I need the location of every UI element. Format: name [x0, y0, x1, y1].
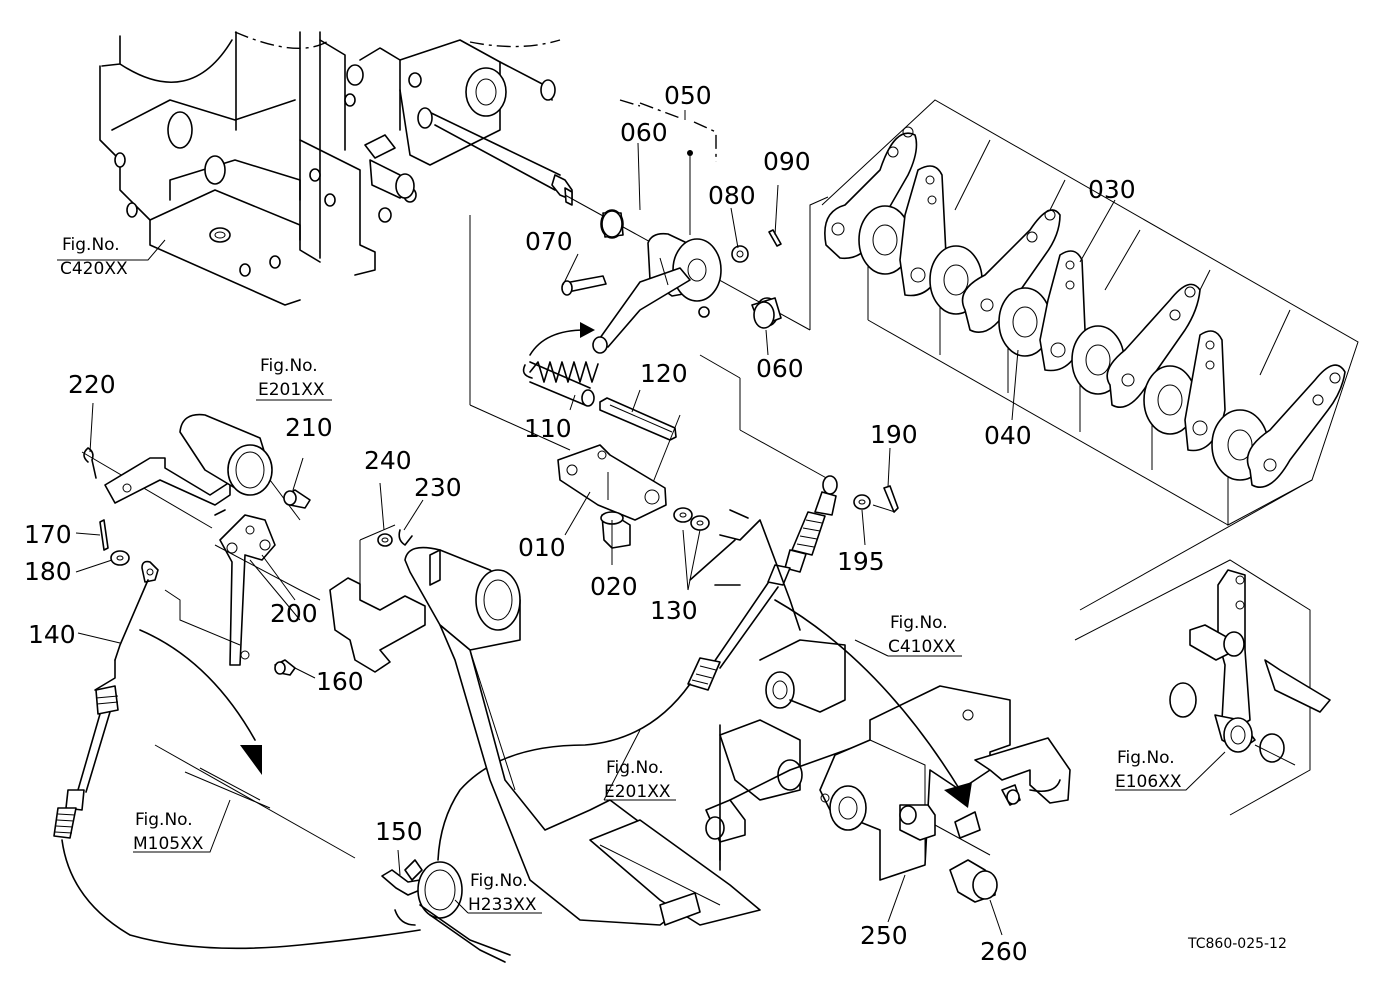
spring-bracket-group [469, 215, 899, 591]
fig-ref-e201xx-top: Fig.No. E201XX [258, 356, 325, 400]
svg-text:C420XX: C420XX [60, 259, 128, 279]
pedal-linkage-group [81, 413, 761, 926]
part-label-070: 070 [525, 227, 573, 256]
throttle-lever-inset [1074, 559, 1331, 816]
svg-text:M105XX: M105XX [133, 834, 204, 854]
fig-ref-c410xx: Fig.No. C410XX [888, 613, 956, 657]
part-label-250: 250 [860, 921, 908, 950]
part-label-240: 240 [364, 446, 412, 475]
fig-ref-m105xx: Fig.No. M105XX [133, 810, 204, 854]
svg-text:Fig.No.: Fig.No. [260, 356, 318, 376]
part-label-160: 160 [316, 667, 364, 696]
part-label-120: 120 [640, 359, 688, 388]
shim-set-4 [1211, 364, 1346, 488]
throttle-cable-center [437, 475, 838, 861]
part-number-labels: 050 060 060 070 080 090 030 040 110 120 … [24, 81, 1136, 966]
part-label-050: 050 [664, 81, 712, 110]
svg-text:H233XX: H233XX [468, 895, 537, 915]
part-label-060b: 060 [756, 354, 804, 383]
fig-ref-e106xx: Fig.No. E106XX [1115, 748, 1182, 792]
part-label-090: 090 [763, 147, 811, 176]
tension-spring [522, 361, 599, 407]
part-label-060a: 060 [620, 118, 668, 147]
svg-text:Fig.No.: Fig.No. [470, 871, 528, 891]
drawing-code: TC860-025-12 [1187, 936, 1287, 952]
shim-set-3 [1071, 283, 1226, 452]
svg-text:C410XX: C410XX [888, 637, 956, 657]
shim-set-1 [824, 126, 947, 297]
part-label-230: 230 [414, 473, 462, 502]
svg-text:Fig.No.: Fig.No. [890, 613, 948, 633]
fig-ref-e201xx-bottom: Fig.No. E201XX [604, 758, 671, 802]
figure-reference-labels: Fig.No. C420XX Fig.No. E201XX Fig.No. C4… [60, 235, 1182, 915]
part-label-200: 200 [270, 599, 318, 628]
part-label-130: 130 [650, 596, 698, 625]
part-label-030: 030 [1088, 175, 1136, 204]
part-label-040: 040 [984, 421, 1032, 450]
part-label-010: 010 [518, 533, 566, 562]
svg-text:Fig.No.: Fig.No. [62, 235, 120, 255]
fig-ref-h233xx: Fig.No. H233XX [468, 871, 537, 915]
part-label-260: 260 [980, 937, 1028, 966]
part-label-020: 020 [590, 572, 638, 601]
part-label-195: 195 [837, 547, 885, 576]
part-label-180: 180 [24, 557, 72, 586]
svg-text:E201XX: E201XX [604, 782, 671, 802]
fig-ref-c420xx: Fig.No. C420XX [60, 235, 128, 279]
shim-set-2 [929, 209, 1086, 372]
transmission-housing-drawing [99, 31, 573, 306]
part-label-080: 080 [708, 181, 756, 210]
part-label-140: 140 [28, 620, 76, 649]
cable-clamp [381, 859, 511, 963]
svg-text:E106XX: E106XX [1115, 772, 1182, 792]
accelerator-bracket-group [705, 509, 1071, 903]
shim-plates-group [821, 99, 1359, 611]
cross-shaft-arm-assembly [561, 99, 829, 354]
svg-text:E201XX: E201XX [258, 380, 325, 400]
throttle-cable-left [53, 579, 421, 950]
svg-text:Fig.No.: Fig.No. [606, 758, 664, 778]
part-label-220: 220 [68, 370, 116, 399]
part-label-150: 150 [375, 817, 423, 846]
svg-text:Fig.No.: Fig.No. [1117, 748, 1175, 768]
part-label-210: 210 [285, 413, 333, 442]
part-label-190: 190 [870, 420, 918, 449]
part-label-170: 170 [24, 520, 72, 549]
part-label-110: 110 [524, 414, 572, 443]
svg-text:Fig.No.: Fig.No. [135, 810, 193, 830]
leader-lines [57, 142, 1226, 936]
